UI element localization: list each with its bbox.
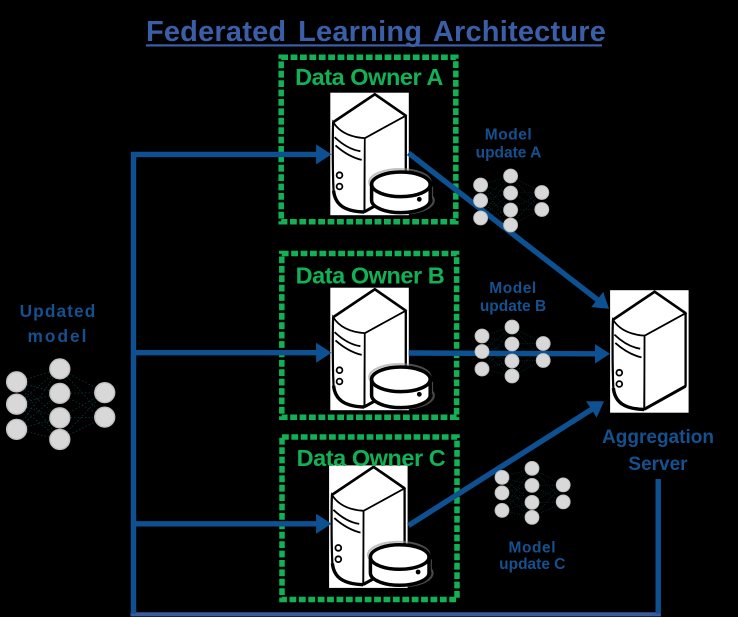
svg-text:Data Owner B: Data Owner B	[296, 262, 445, 288]
svg-text:Federated Learning Architectur: Federated Learning Architecture	[146, 16, 606, 48]
svg-text:model: model	[28, 326, 89, 346]
svg-text:Data Owner C: Data Owner C	[297, 445, 446, 471]
svg-text:Updated: Updated	[20, 301, 97, 321]
svg-text:update A: update A	[476, 145, 542, 162]
svg-text:Model: Model	[509, 539, 557, 556]
svg-text:update C: update C	[499, 556, 565, 573]
svg-text:Data Owner A: Data Owner A	[295, 64, 443, 90]
svg-text:update B: update B	[480, 298, 546, 315]
svg-text:Server: Server	[628, 454, 688, 475]
svg-text:Model: Model	[485, 127, 533, 144]
svg-text:Model: Model	[489, 280, 537, 297]
svg-text:Aggregation: Aggregation	[602, 427, 714, 448]
